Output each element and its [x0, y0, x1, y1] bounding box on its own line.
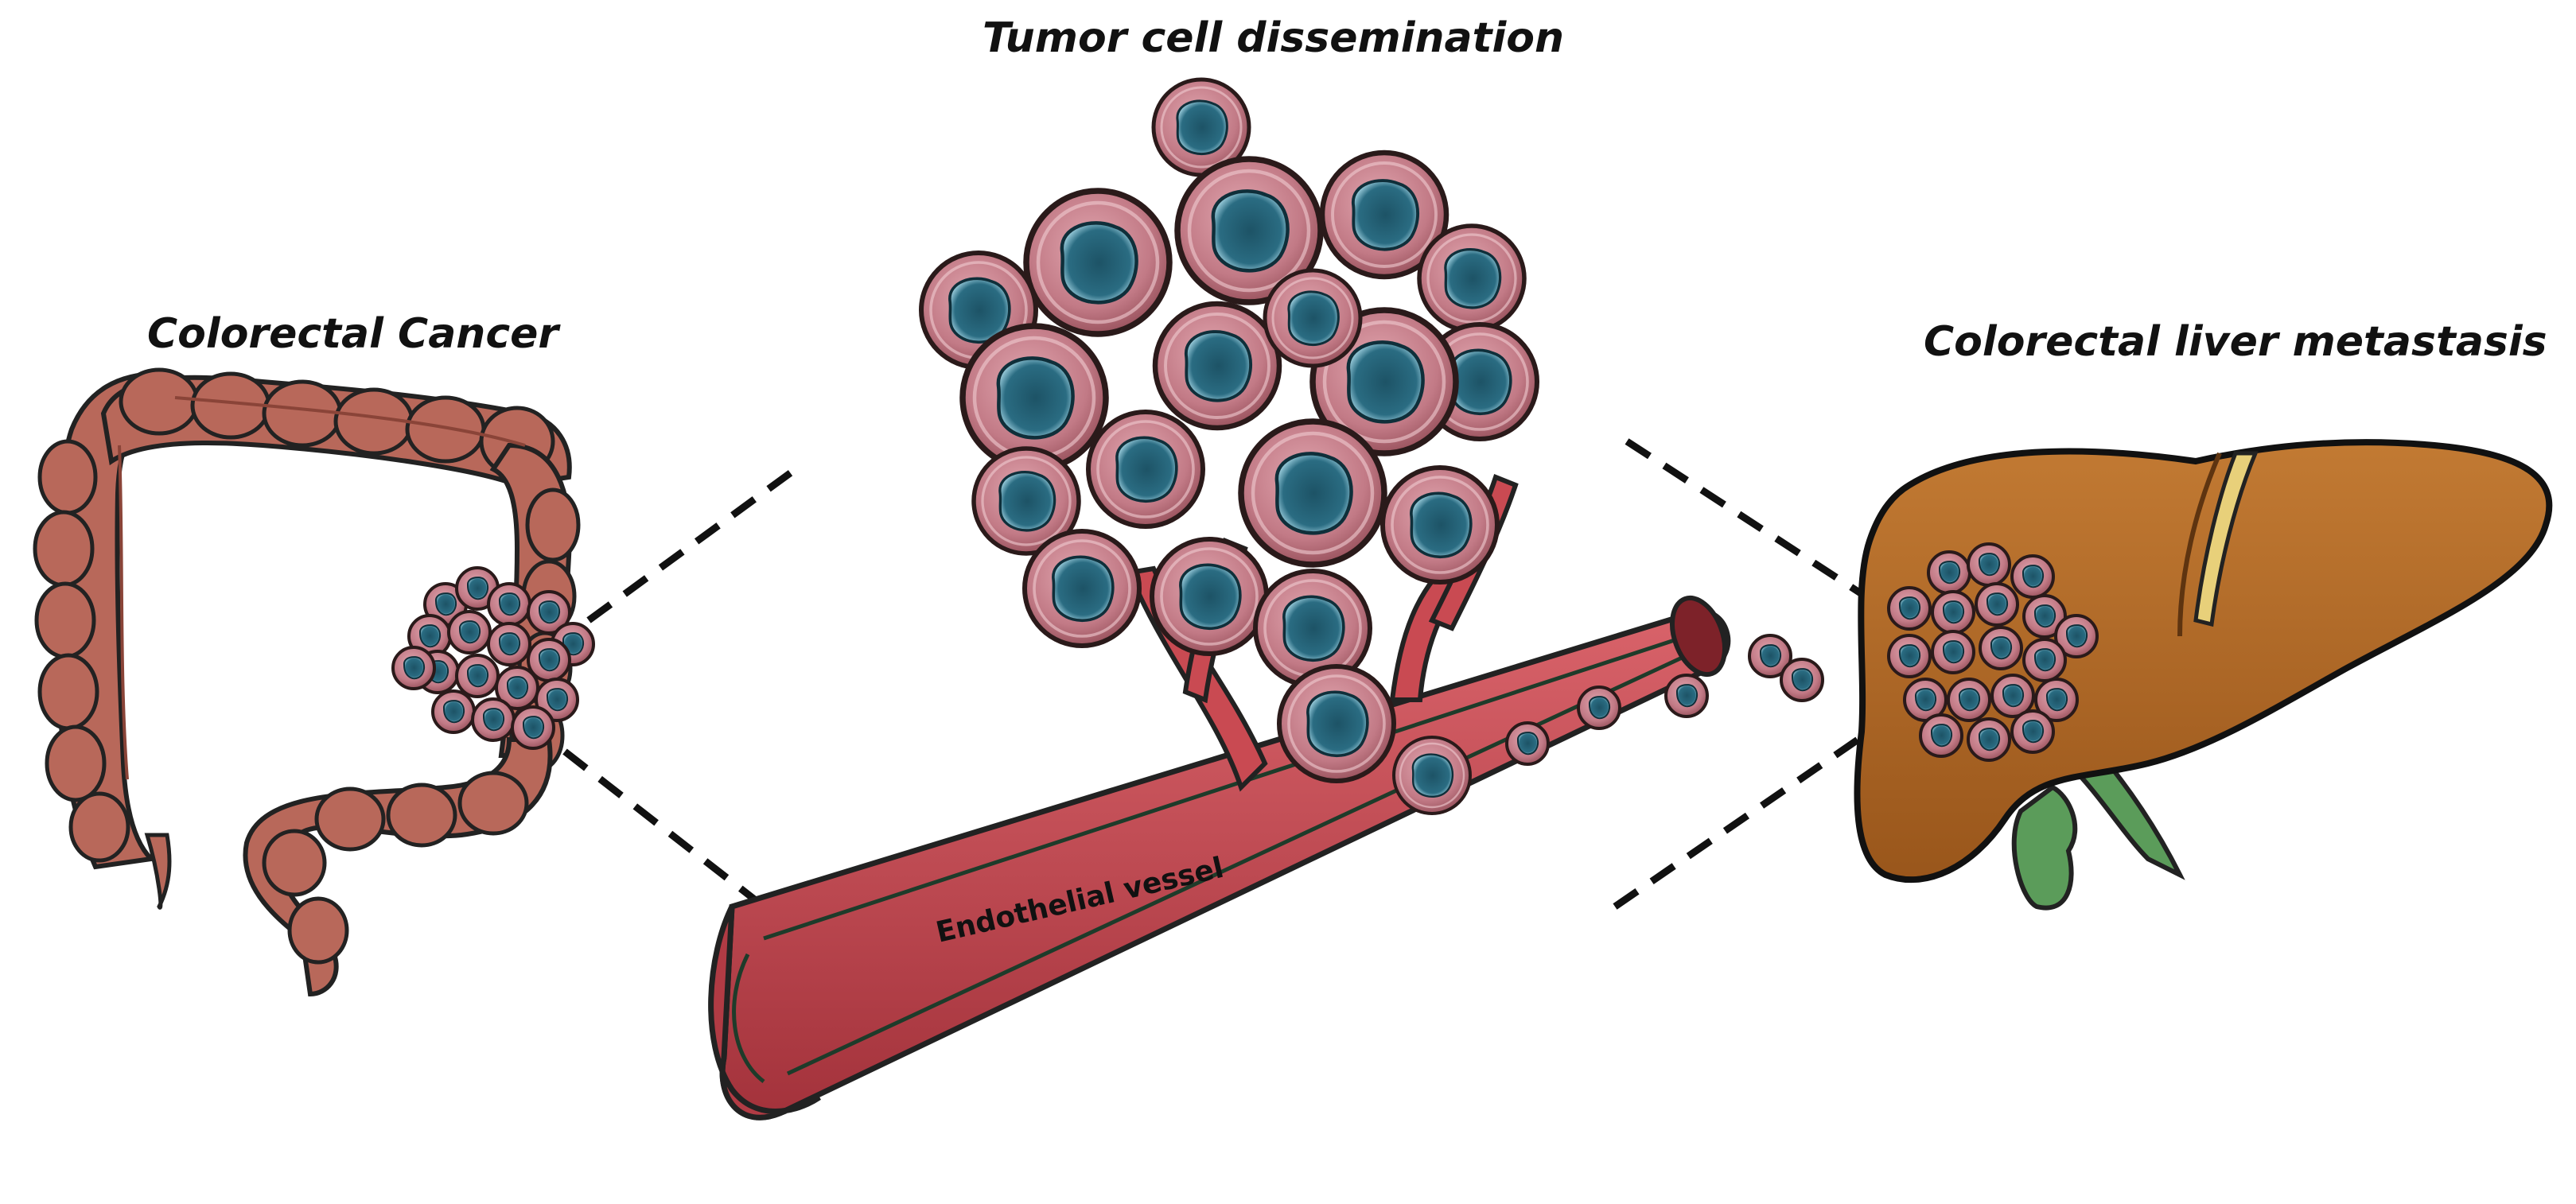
zoom-lines-left: [562, 466, 798, 910]
tumor-cell-cluster: [921, 80, 1537, 781]
colorectal-cancer-title: Colorectal Cancer: [147, 310, 559, 358]
zoom-lines-right: [1613, 438, 1872, 910]
colon-illustration: [33, 367, 581, 997]
liver-illustration: [1854, 439, 2553, 911]
endothelial-vessel: [708, 595, 1731, 1120]
dissemination-title: Tumor cell dissemination: [983, 14, 1565, 62]
liver-metastasis-title: Colorectal liver metastasis: [1924, 318, 2547, 366]
